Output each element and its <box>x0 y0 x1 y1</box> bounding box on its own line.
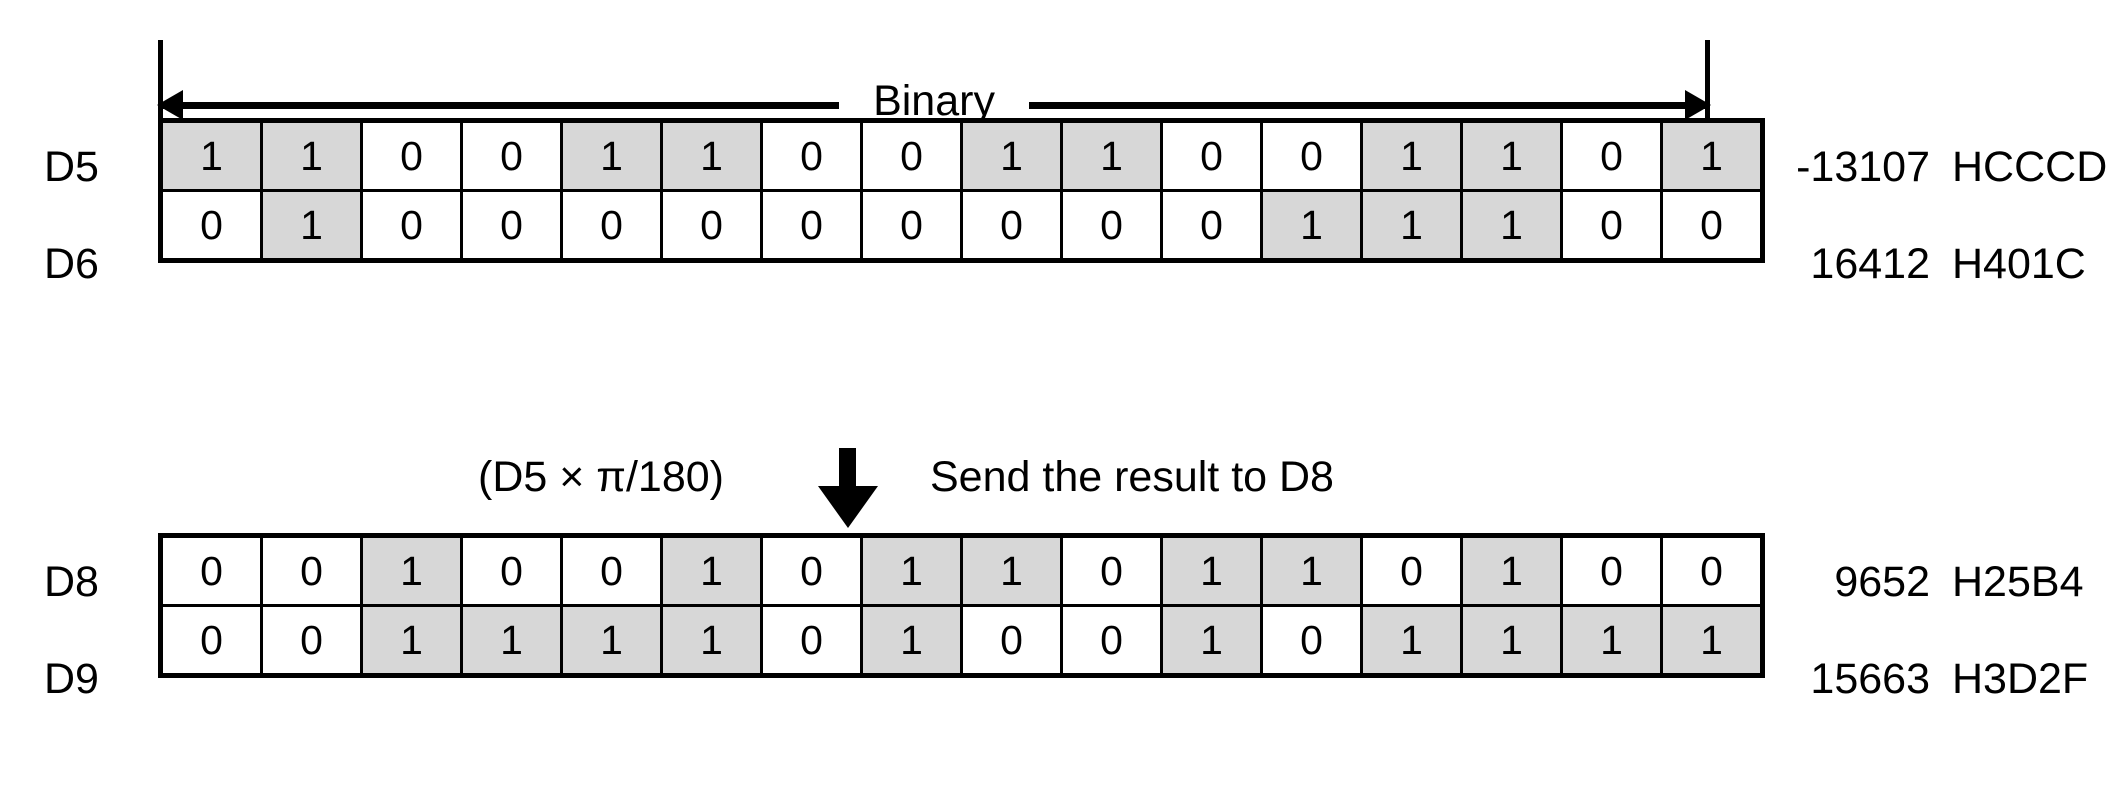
operation-formula: (D5 × π/180) <box>478 453 724 501</box>
bit-cell: 0 <box>560 189 663 262</box>
bit-cell: 0 <box>1560 534 1663 607</box>
bit-cell: 1 <box>1160 604 1263 677</box>
bit-cell: 0 <box>660 189 763 262</box>
bit-cell: 0 <box>1060 604 1163 677</box>
row-label-d8: D8 <box>44 558 99 606</box>
bit-cell: 0 <box>860 119 963 192</box>
bit-cell: 1 <box>159 119 263 192</box>
bit-cell: 0 <box>1160 119 1263 192</box>
bit-cell: 0 <box>1660 189 1764 262</box>
bit-cell: 1 <box>560 119 663 192</box>
hex-value-d5: HCCCD <box>1952 143 2108 191</box>
bit-cell: 0 <box>960 189 1063 262</box>
bit-cell: 0 <box>760 534 863 607</box>
down-arrow-icon <box>818 448 878 528</box>
bit-cell: 1 <box>660 119 763 192</box>
bit-cell: 1 <box>1460 119 1563 192</box>
bit-cell: 1 <box>1560 604 1663 677</box>
bit-cell: 1 <box>560 604 663 677</box>
bit-cell: 1 <box>1660 119 1764 192</box>
bit-cell: 0 <box>760 119 863 192</box>
bit-cell: 1 <box>1360 604 1463 677</box>
operation-annotation: (D5 × π/180) Send the result to D8 <box>0 448 2128 532</box>
bit-cell: 0 <box>1560 119 1663 192</box>
bit-cell: 1 <box>960 119 1063 192</box>
bit-cell: 0 <box>560 534 663 607</box>
bit-cell: 1 <box>1260 189 1363 262</box>
hex-value-d8: H25B4 <box>1952 558 2084 606</box>
bit-cell: 0 <box>460 189 563 262</box>
bit-cell: 0 <box>1260 604 1363 677</box>
bit-cell: 1 <box>260 119 363 192</box>
row-label-d5: D5 <box>44 143 99 191</box>
decimal-value-d6: 16412 <box>1810 240 1930 288</box>
bit-cell: 0 <box>1260 119 1363 192</box>
bit-cell: 0 <box>1060 534 1163 607</box>
hex-value-d6: H401C <box>1952 240 2086 288</box>
binary-span-right-tick <box>1705 40 1710 118</box>
bit-cell: 1 <box>1260 534 1363 607</box>
decimal-value-d5: -13107 <box>1796 143 1930 191</box>
decimal-value-d8: 9652 <box>1834 558 1930 606</box>
bit-cell: 0 <box>260 604 363 677</box>
binary-label: Binary <box>873 76 995 125</box>
row-label-d9: D9 <box>44 655 99 703</box>
bit-cell: 0 <box>360 189 463 262</box>
down-arrow-head <box>818 486 878 528</box>
bit-cell: 0 <box>460 534 563 607</box>
bit-cell: 1 <box>1660 604 1764 677</box>
left-arrow-icon <box>158 101 840 109</box>
hex-value-d9: H3D2F <box>1952 655 2089 703</box>
bit-cell: 1 <box>1160 534 1263 607</box>
bit-cell: 1 <box>660 534 763 607</box>
bit-cell: 1 <box>860 604 963 677</box>
bit-cell: 1 <box>260 189 363 262</box>
binary-span-arrow: Binary <box>158 79 1711 122</box>
bit-cell: 1 <box>860 534 963 607</box>
bit-cell: 0 <box>1360 534 1463 607</box>
bit-cell: 0 <box>760 189 863 262</box>
bit-cell: 0 <box>1660 534 1764 607</box>
row-label-d6: D6 <box>44 240 99 288</box>
bit-cell: 1 <box>1460 189 1563 262</box>
bit-cell: 0 <box>760 604 863 677</box>
bit-cell: 1 <box>460 604 563 677</box>
bit-cell: 0 <box>260 534 363 607</box>
bit-cell: 1 <box>1060 119 1163 192</box>
bit-cell: 1 <box>1460 534 1563 607</box>
bit-cell: 0 <box>159 189 263 262</box>
decimal-value-d9: 15663 <box>1810 655 1930 703</box>
bit-cell: 0 <box>460 119 563 192</box>
binary-span-header: Binary <box>158 40 1711 122</box>
bit-cell: 0 <box>159 534 263 607</box>
bit-cell: 0 <box>159 604 263 677</box>
bit-cell: 0 <box>360 119 463 192</box>
bit-cell: 1 <box>1460 604 1563 677</box>
binary-span-left-tick <box>158 40 163 118</box>
bit-cell: 1 <box>360 604 463 677</box>
right-arrow-icon <box>1028 101 1711 109</box>
bit-cell: 0 <box>1560 189 1663 262</box>
down-arrow-shaft <box>839 448 856 494</box>
bit-cell: 1 <box>960 534 1063 607</box>
bit-cell: 1 <box>1360 189 1463 262</box>
operation-description: Send the result to D8 <box>930 453 1334 501</box>
bit-cell: 1 <box>1360 119 1463 192</box>
bit-cell: 0 <box>860 189 963 262</box>
bit-cell: 1 <box>360 534 463 607</box>
bit-cell: 0 <box>1160 189 1263 262</box>
bit-cell: 0 <box>1060 189 1163 262</box>
bit-cell: 1 <box>660 604 763 677</box>
bit-cell: 0 <box>960 604 1063 677</box>
